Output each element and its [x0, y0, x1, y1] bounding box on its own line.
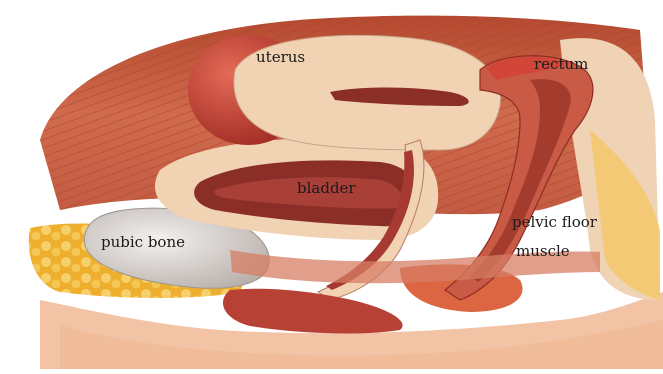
label-uterus: uterus: [256, 49, 305, 66]
svg-text:•: •: [636, 330, 640, 337]
label-pubic-bone: pubic bone: [101, 234, 185, 251]
label-pelvic-floor-line2: muscle: [516, 243, 570, 260]
label-rectum: rectum: [534, 56, 588, 73]
label-bladder: bladder: [297, 180, 356, 197]
label-pelvic-floor-line1: pelvic floor: [512, 214, 597, 231]
